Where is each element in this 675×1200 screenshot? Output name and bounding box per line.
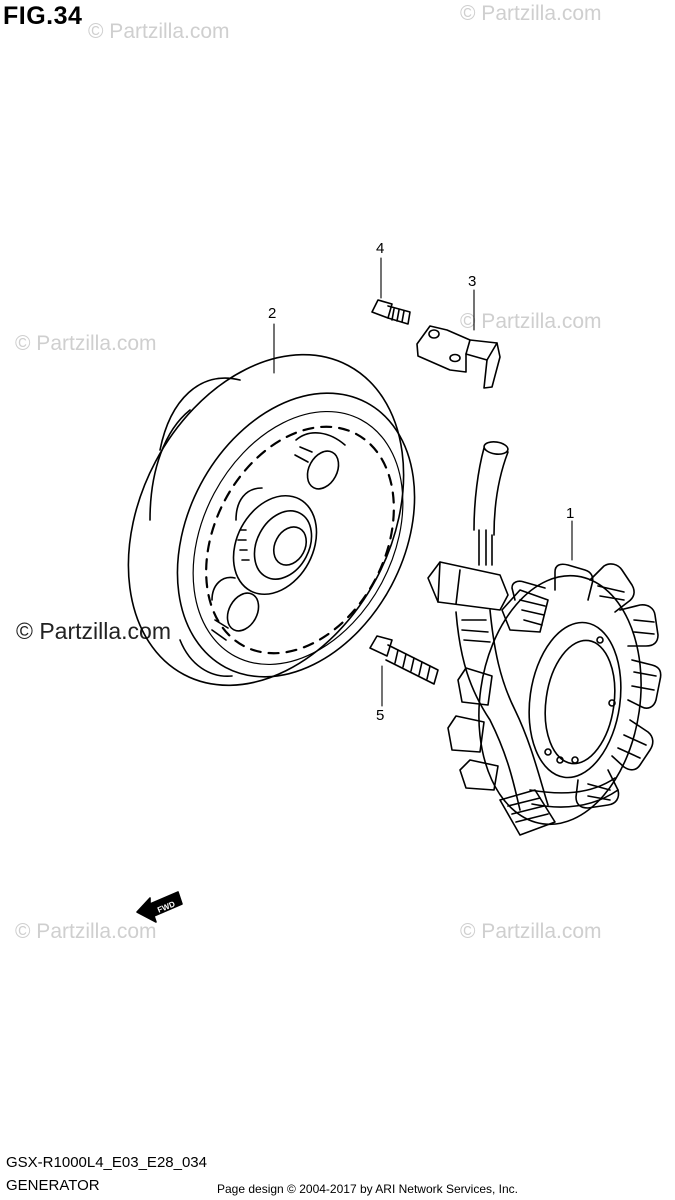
callout-4: 4 [376, 240, 385, 257]
watermark: © Partzilla.com [15, 920, 157, 943]
watermark: © Partzilla.com [88, 20, 230, 43]
flywheel-rotor [127, 353, 416, 687]
stator-coil [427, 441, 662, 836]
callout-3: 3 [468, 273, 477, 290]
watermark: © Partzilla.com [16, 618, 171, 644]
watermark: © Partzilla.com [460, 2, 602, 25]
bracket [416, 325, 501, 389]
watermark: © Partzilla.com [460, 920, 602, 943]
long-bolt [369, 635, 439, 685]
model-code: GSX-R1000L4_E03_E28_034 [6, 1154, 207, 1171]
callout-2: 2 [268, 305, 277, 322]
watermark: © Partzilla.com [15, 332, 157, 355]
figure-caption: GENERATOR [6, 1177, 100, 1194]
figure-title: FIG.34 [3, 2, 83, 30]
small-bolt [371, 299, 411, 325]
callout-5: 5 [376, 707, 385, 724]
page-footer: Page design © 2004-2017 by ARI Network S… [217, 1182, 519, 1196]
callout-1: 1 [566, 505, 575, 522]
fwd-arrow [136, 891, 183, 923]
watermark: © Partzilla.com [460, 310, 602, 333]
